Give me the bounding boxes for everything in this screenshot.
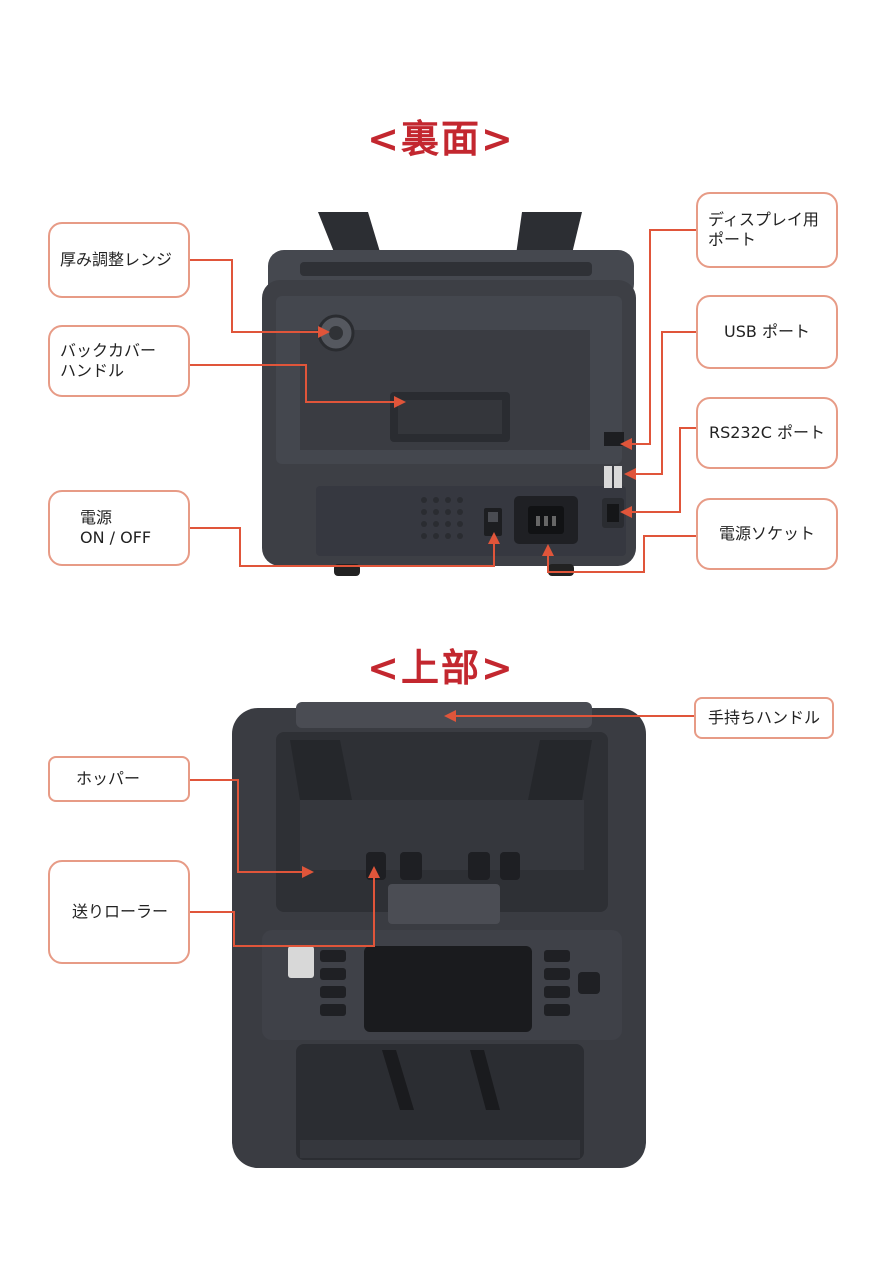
- callout-text: ホッパー: [76, 769, 141, 788]
- callout-display-port: ディスプレイ用 ポート: [696, 192, 838, 268]
- carry-handle: [296, 702, 592, 728]
- back-view-heading: <裏面>: [367, 117, 515, 161]
- callout-rs232c-port: RS232C ポート: [696, 397, 838, 469]
- top-view-heading: <上部>: [367, 646, 515, 690]
- callout-feed-roller: 送りローラー: [48, 860, 190, 964]
- callout-text: ハンドル: [60, 361, 125, 380]
- callout-text: USB ポート: [724, 322, 810, 341]
- top-view-device: [232, 702, 646, 1168]
- callout-power-switch: 電源 ON / OFF: [48, 490, 190, 566]
- vent-grille: [421, 497, 463, 539]
- display-port: [604, 432, 624, 446]
- usb-port-b: [614, 466, 622, 488]
- feed-rollers: [366, 852, 520, 880]
- callout-text: 電源ソケット: [718, 524, 815, 543]
- callout-text: ディスプレイ用: [708, 210, 819, 229]
- lcd-screen: [364, 946, 532, 1032]
- callout-text: バックカバー: [60, 341, 157, 360]
- back-view-device: [262, 212, 636, 576]
- callout-text: 電源: [80, 508, 113, 527]
- callout-text: 厚み調整レンジ: [60, 250, 173, 269]
- callout-back-cover-handle: バックカバー ハンドル: [48, 325, 190, 397]
- leader-lines: [190, 229, 696, 947]
- callout-thickness-range: 厚み調整レンジ: [48, 222, 190, 298]
- callout-carry-handle: 手持ちハンドル: [694, 697, 834, 739]
- callout-text: ポート: [708, 230, 757, 249]
- sensor-window: [288, 946, 314, 978]
- callout-text: ON / OFF: [80, 528, 152, 547]
- callout-power-socket: 電源ソケット: [696, 498, 838, 570]
- callout-text: 送りローラー: [72, 902, 169, 921]
- callout-text: 手持ちハンドル: [707, 708, 820, 727]
- callout-usb-port: USB ポート: [696, 295, 838, 369]
- callout-hopper: ホッパー: [48, 756, 190, 802]
- leader-arrowheads: [302, 326, 636, 878]
- right-guide-arm: [515, 212, 582, 262]
- callout-text: RS232C ポート: [708, 423, 826, 442]
- left-guide-arm: [318, 212, 383, 262]
- usb-port-a: [604, 466, 612, 488]
